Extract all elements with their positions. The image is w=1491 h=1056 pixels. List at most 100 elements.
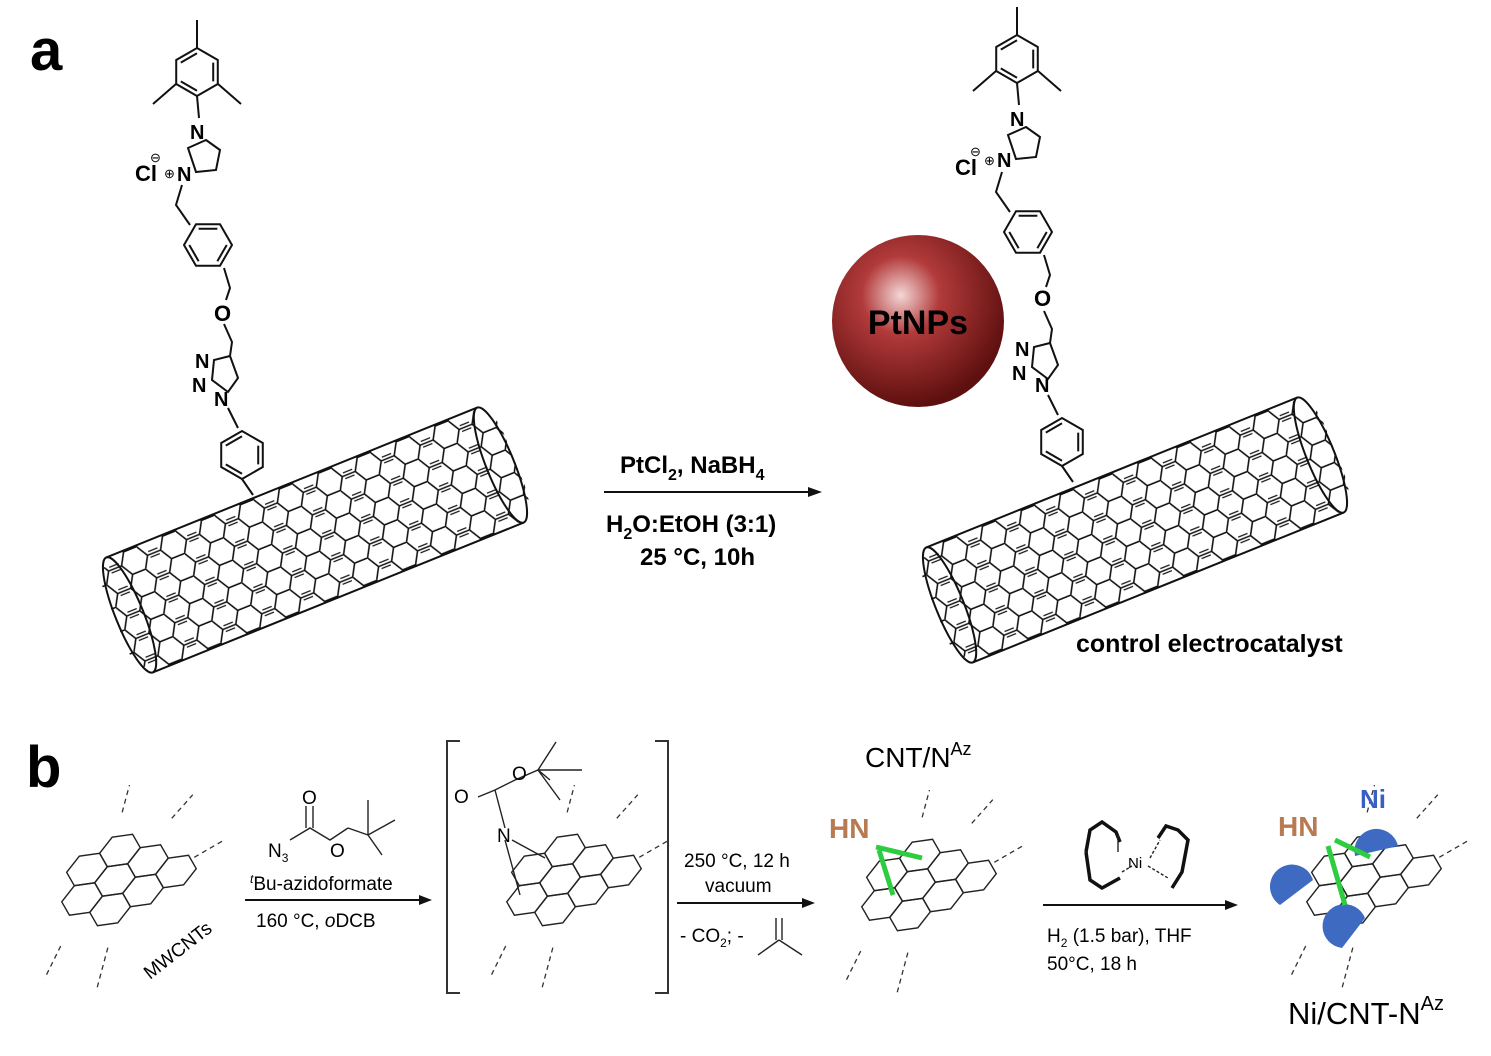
- hexagon: [93, 863, 137, 897]
- dashed-edge: [44, 945, 62, 979]
- graphene-fragment-mwcnt: [44, 784, 225, 989]
- hexagon: [543, 833, 587, 868]
- double-bond: [225, 435, 243, 447]
- hexagon: [566, 873, 610, 908]
- o-atom: O: [454, 787, 469, 808]
- dashed-edge: [638, 839, 670, 858]
- dashed-edge: [1366, 784, 1376, 813]
- bond: [223, 267, 232, 301]
- n-atom: N: [192, 375, 206, 397]
- dashed-edge: [121, 784, 131, 813]
- step2-byproducts: - CO2; -: [680, 926, 744, 950]
- n-atom: N: [214, 389, 228, 411]
- dashed-edge: [1289, 945, 1307, 979]
- dashed-edge: [971, 799, 994, 824]
- product-caption: control electrocatalyst: [1076, 630, 1343, 658]
- hexagon: [505, 882, 549, 916]
- benzene-ring: [995, 33, 1039, 85]
- hexagon: [98, 833, 142, 868]
- plus-charge: ⊕: [164, 166, 175, 181]
- double-bond: [180, 52, 198, 64]
- n-atom: N: [1035, 375, 1049, 397]
- cnt-naz-label: CNT/NAz: [865, 739, 972, 773]
- hexagon: [510, 852, 554, 887]
- minus-charge: ⊖: [150, 150, 161, 165]
- graphene-sheet: [44, 784, 225, 989]
- ni-label: Ni: [1360, 784, 1386, 814]
- o-atom: O: [1034, 286, 1051, 311]
- panel-label-a: a: [30, 18, 63, 83]
- double-bond: [1036, 231, 1048, 249]
- azide-label: N3: [268, 841, 289, 865]
- arrowhead: [1225, 900, 1238, 910]
- n-atom: N: [190, 122, 204, 144]
- dashed-edge: [566, 784, 576, 813]
- step1-conditions: 160 °C, oDCB: [256, 911, 376, 932]
- step3-line2: 50°C, 18 h: [1047, 954, 1137, 975]
- dashed-edge: [993, 844, 1025, 863]
- hexagon: [893, 868, 937, 902]
- mwcnts-label: MWCNTs: [140, 918, 216, 984]
- benzene-ring: [1040, 416, 1084, 468]
- plus-charge: ⊕: [984, 153, 995, 168]
- arrowhead: [808, 487, 822, 497]
- ni-cod2-structure: [1084, 819, 1190, 891]
- hn-label: HN: [829, 813, 869, 844]
- hexagon: [154, 854, 198, 889]
- nanotube-right: [921, 396, 1349, 664]
- minus-charge: ⊖: [970, 144, 981, 159]
- step1-reagent: tBu-azidoformate: [250, 872, 393, 895]
- double-bond: [1000, 39, 1018, 51]
- double-bond: [1008, 231, 1020, 249]
- hexagon: [571, 844, 615, 878]
- reagents-line1: PtCl2, NaBH4: [620, 452, 765, 484]
- n-atom: N: [195, 351, 209, 373]
- ni-atom: Ni: [1128, 855, 1142, 872]
- panel-label-b: b: [26, 735, 61, 800]
- hexagon: [921, 878, 965, 913]
- bond: [994, 171, 1011, 213]
- bond: [1043, 310, 1054, 344]
- hexagon: [1399, 854, 1443, 889]
- graphene-sheet: [489, 784, 670, 989]
- o-atom: O: [214, 301, 231, 326]
- hexagon: [126, 844, 170, 878]
- hexagon: [121, 873, 165, 908]
- dashed-edge: [489, 945, 507, 979]
- bond: [1047, 394, 1059, 416]
- hexagon: [88, 892, 132, 927]
- bond: [227, 407, 239, 429]
- aziridine-bond: [876, 849, 896, 896]
- pt-nanoparticle: [832, 235, 1004, 407]
- isobutylene-structure: [757, 918, 803, 956]
- nanotube-left: [101, 406, 529, 674]
- bond: [196, 95, 200, 119]
- hexagon: [65, 852, 109, 887]
- arrowhead: [419, 895, 432, 905]
- n-atom: N: [1012, 363, 1026, 385]
- bond: [152, 83, 177, 105]
- hexagon: [538, 863, 582, 897]
- bond: [174, 184, 191, 226]
- pt-nanoparticle-label: PtNPs: [868, 304, 968, 342]
- dashed-edge: [1438, 839, 1470, 858]
- double-bond: [1000, 67, 1018, 79]
- dashed-edge: [896, 952, 909, 994]
- imidazolium-linker-left: [152, 20, 264, 496]
- hexagon: [1366, 873, 1410, 908]
- chloride-label: Cl: [135, 161, 157, 186]
- hexagon: [599, 854, 643, 889]
- benzene-ring: [182, 223, 234, 267]
- ni-cnt-naz-label: Ni/CNT-NAz: [1288, 993, 1444, 1031]
- bond: [1016, 82, 1020, 106]
- o-atom: O: [512, 764, 527, 785]
- o-atom: O: [330, 841, 345, 862]
- double-bond: [180, 80, 198, 92]
- double-bond: [188, 244, 200, 262]
- n-atom: N: [497, 826, 511, 847]
- ni-particle: [1270, 864, 1313, 905]
- aziridine-bond: [1333, 837, 1372, 860]
- reagents-line2: H2O:EtOH (3:1): [606, 511, 776, 543]
